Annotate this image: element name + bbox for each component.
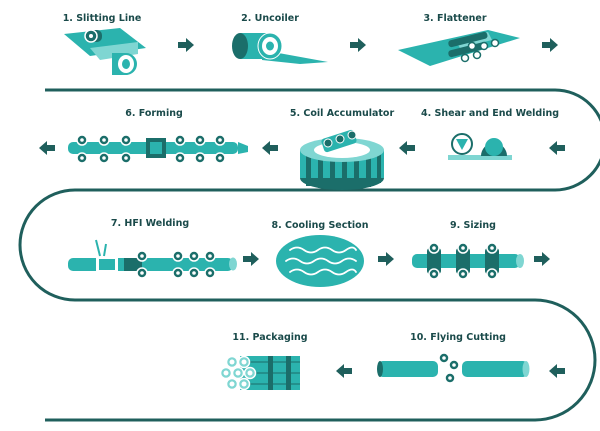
arrow-right-icon [378,252,394,266]
flow-arrows [39,38,565,378]
packaging-icon [219,355,300,391]
arrow-right-icon [350,38,366,52]
arrow-left-icon [336,364,352,378]
arrow-right-icon [178,38,194,52]
forming-icon [68,134,248,164]
step-label-8: 8. Cooling Section [272,220,369,231]
step-label-7: 7. HFI Welding [111,218,189,229]
sizing-icon [412,242,524,280]
arrow-right-icon [243,252,259,266]
arrow-right-icon [534,252,550,266]
step-label-2: 2. Uncoiler [241,13,299,24]
flow-connector-line [18,88,600,422]
cooling-section-icon [276,235,364,287]
slitting-line-icon [64,28,146,75]
coil-accumulator-icon [300,129,384,190]
uncoiler-icon [232,32,328,64]
step-label-4: 4. Shear and End Welding [421,108,559,119]
flying-cutting-icon [377,352,530,384]
arrow-left-icon [39,141,55,155]
arrow-left-icon [262,141,278,155]
step-label-11: 11. Packaging [232,332,307,343]
step-label-10: 10. Flying Cutting [410,332,506,343]
arrow-left-icon [549,364,565,378]
flattener-icon [398,30,520,66]
arrow-right-icon [542,38,558,52]
arrow-left-icon [399,141,415,155]
shear-welding-icon [448,133,512,160]
hfi-welding-icon [68,239,237,279]
step-label-3: 3. Flattener [423,13,486,24]
arrow-left-icon [549,141,565,155]
step-label-9: 9. Sizing [450,220,496,231]
step-label-1: 1. Slitting Line [63,13,142,24]
step-label-6: 6. Forming [125,108,183,119]
step-label-5: 5. Coil Accumulator [290,108,395,119]
